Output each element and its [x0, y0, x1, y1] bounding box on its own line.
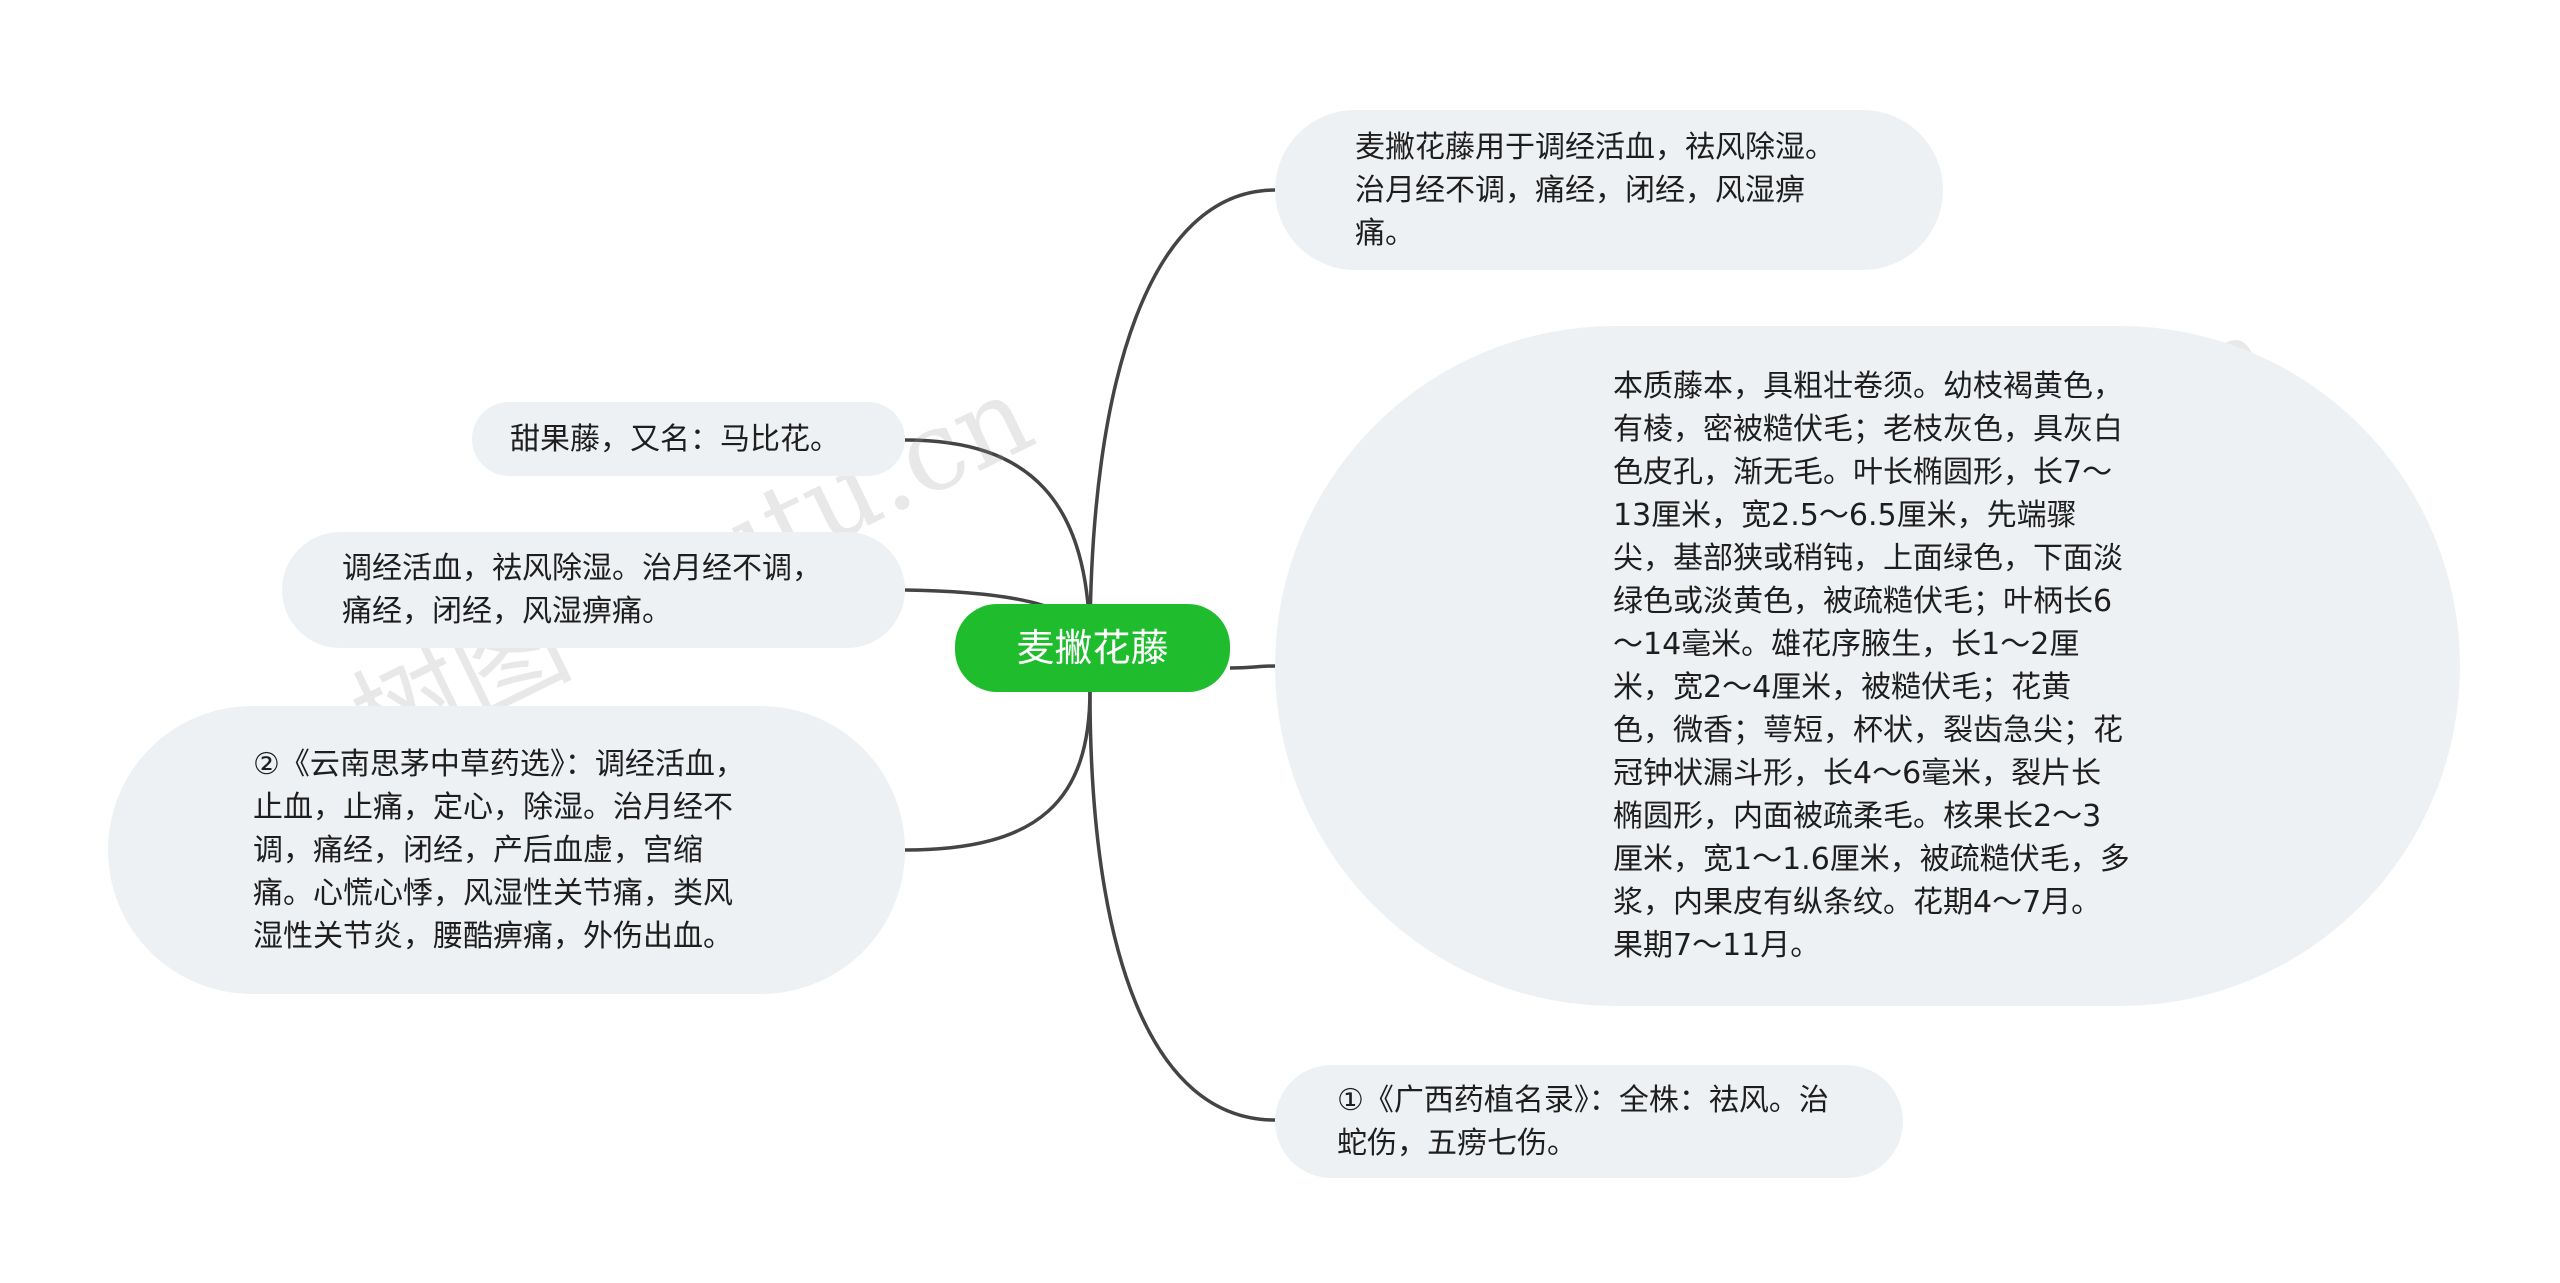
root-node[interactable]: 麦撇花藤	[955, 604, 1230, 692]
branch-text: ②《云南思茅中草药选》：调经活血，止血，止痛，定心，除湿。治月经不调，痛经，闭经…	[253, 746, 745, 954]
link-usage	[1088, 188, 1276, 646]
branch-text: 调经活血，祛风除湿。治月经不调，痛经，闭经，风湿痹痛。	[342, 551, 822, 629]
branch-text: 麦撇花藤用于调经活血，祛风除湿。治月经不调，痛经，闭经，风湿痹痛。	[1355, 129, 1835, 251]
branch-node-yunnan[interactable]: ②《云南思茅中草药选》：调经活血，止血，止痛，定心，除湿。治月经不调，痛经，闭经…	[108, 706, 905, 994]
root-label: 麦撇花藤	[1016, 626, 1169, 670]
link-description	[1229, 664, 1276, 670]
branch-node-description[interactable]: 本质藤本，具粗壮卷须。幼枝褐黄色，有棱，密被糙伏毛；老枝灰色，具灰白色皮孔，渐无…	[1275, 326, 2460, 1006]
link-alias	[904, 438, 1092, 649]
branch-text: 甜果藤，又名：马比花。	[510, 421, 840, 457]
link-yunnan	[904, 689, 1092, 852]
link-guangxi	[1088, 691, 1276, 1122]
branch-node-alias[interactable]: 甜果藤，又名：马比花。	[472, 402, 905, 476]
branch-text: 本质藤本，具粗壮卷须。幼枝褐黄色，有棱，密被糙伏毛；老枝灰色，具灰白色皮孔，渐无…	[1613, 369, 2130, 963]
branch-node-function[interactable]: 调经活血，祛风除湿。治月经不调，痛经，闭经，风湿痹痛。	[282, 532, 905, 648]
branch-node-usage[interactable]: 麦撇花藤用于调经活血，祛风除湿。治月经不调，痛经，闭经，风湿痹痛。	[1275, 110, 1943, 270]
branch-node-guangxi[interactable]: ①《广西药植名录》：全株：祛风。治蛇伤，五痨七伤。	[1275, 1065, 1903, 1178]
branch-text: ①《广西药植名录》：全株：祛风。治蛇伤，五痨七伤。	[1337, 1082, 1829, 1161]
